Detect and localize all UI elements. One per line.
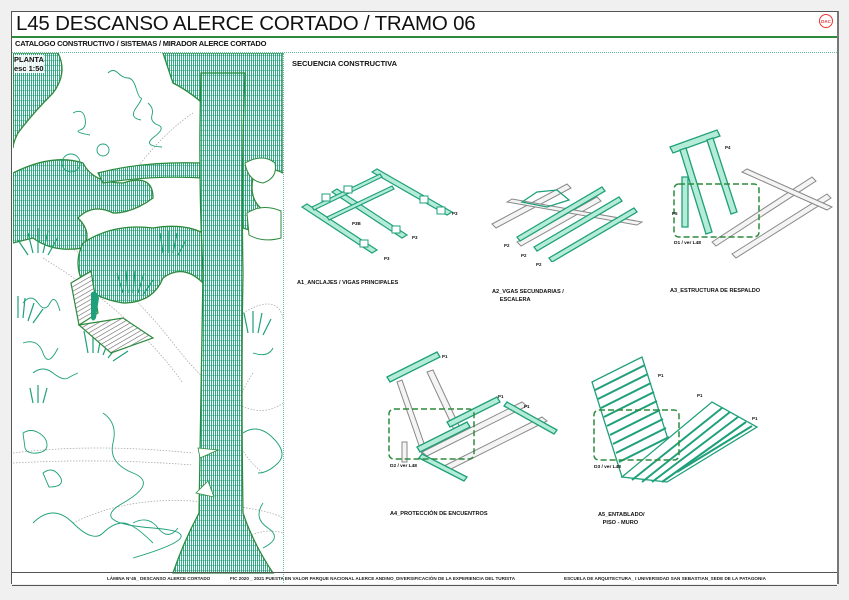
title-block-footer: LÁMINA N°45_ DESCANSO ALERCE CORTADO FIC… xyxy=(12,572,837,586)
site-plan-illustration xyxy=(13,53,283,574)
footer-project: FIC 2020 _ 2021 PUESTA EN VALOR PARQUE N… xyxy=(230,576,516,581)
step-a3-label: A3_ESTRUCTURA DE RESPALDO xyxy=(670,288,761,294)
step-a5: P1 P1 P1 D3 / ver L48 A5_ENTABLADO/ PISO… xyxy=(582,342,772,532)
sequence-title: SECUENCIA CONSTRUCTIVA xyxy=(292,59,398,68)
plan-label: PLANTA esc 1:50 xyxy=(14,55,44,73)
tag-a4-p1-2: P1 xyxy=(498,394,504,399)
a5-axonometric-icon xyxy=(591,356,759,483)
sheet-title: L45 DESCANSO ALERCE CORTADO / TRAMO 06 xyxy=(16,12,476,35)
header-dotted-divider xyxy=(12,52,837,53)
step-a4-label: A4_PROTECCIÓN DE ENCUENTROS xyxy=(390,511,488,517)
tag-a1-p3-1: P3 xyxy=(452,211,458,216)
tag-a2-p2-2: P2 xyxy=(521,253,527,258)
sheet-subtitle: CATALOGO CONSTRUCTIVO / SISTEMAS / MIRAD… xyxy=(15,39,267,48)
tag-a1-p3-2: P3 xyxy=(412,235,418,240)
tag-a5-p1-1: P1 xyxy=(658,373,664,378)
tag-a2-p2-1: P2 xyxy=(504,243,510,248)
step-a1: P3B P3 P3 P3 A1_ANCLAJES / VIGAS PRINCIP… xyxy=(292,162,462,292)
a4-axonometric-icon xyxy=(386,351,558,482)
panel-dotted-divider xyxy=(283,53,284,583)
footer-sheet-name: LÁMINA N°45_ DESCANSO ALERCE CORTADO xyxy=(107,576,211,581)
tag-a3-p4: P4 xyxy=(725,145,731,150)
step-a5-label: A5_ENTABLADO/ PISO - MURO xyxy=(598,512,645,526)
plan-title: PLANTA xyxy=(14,55,44,64)
step-a2-label: A2_VGAS SECUNDARIAS / ESCALERA xyxy=(492,289,564,303)
dac-logo-icon: DAC xyxy=(819,14,833,28)
drawing-sheet: L45 DESCANSO ALERCE CORTADO / TRAMO 06 D… xyxy=(11,11,839,586)
bench-plan-icon xyxy=(70,270,155,354)
a2-axonometric-icon xyxy=(491,183,644,262)
step-a3: P4 P5 D1 / ver L48 A3_ESTRUCTURA DE RESP… xyxy=(652,122,837,302)
step-a4: P1 P1 P1 D2 / ver L48 A4_PROTECCIÓN DE E… xyxy=(372,342,572,527)
title-divider xyxy=(12,36,837,38)
step-a1-label: A1_ANCLAJES / VIGAS PRINCIPALES xyxy=(297,280,399,286)
tag-a1-p3-3: P3 xyxy=(384,256,390,261)
a1-axonometric-icon xyxy=(300,168,454,254)
tag-a5-p1-3: P1 xyxy=(752,416,758,421)
footer-institution: ESCUELA DE ARQUITECTURA_ I UNIVERSIDAD S… xyxy=(564,576,766,581)
tag-a2-p2-3: P2 xyxy=(536,262,542,267)
detail-ref-d3: D3 / ver L48 xyxy=(594,465,621,470)
detail-ref-d2: D2 / ver L48 xyxy=(390,464,417,469)
detail-ref-d1: D1 / ver L48 xyxy=(674,241,701,246)
tag-a4-p1-3: P1 xyxy=(524,404,530,409)
plan-scale: esc 1:50 xyxy=(14,64,44,73)
tag-a3-p5: P5 xyxy=(672,211,678,216)
tag-a4-p1-1: P1 xyxy=(442,354,448,359)
site-plan-drawing xyxy=(13,53,283,583)
tag-a5-p1-2: P1 xyxy=(697,393,703,398)
step-a2: P2 P2 P2 A2_VGAS SECUNDARIAS / ESCALERA xyxy=(477,162,647,303)
a3-axonometric-icon xyxy=(669,129,834,259)
tag-a1-p3b: P3B xyxy=(352,221,361,226)
